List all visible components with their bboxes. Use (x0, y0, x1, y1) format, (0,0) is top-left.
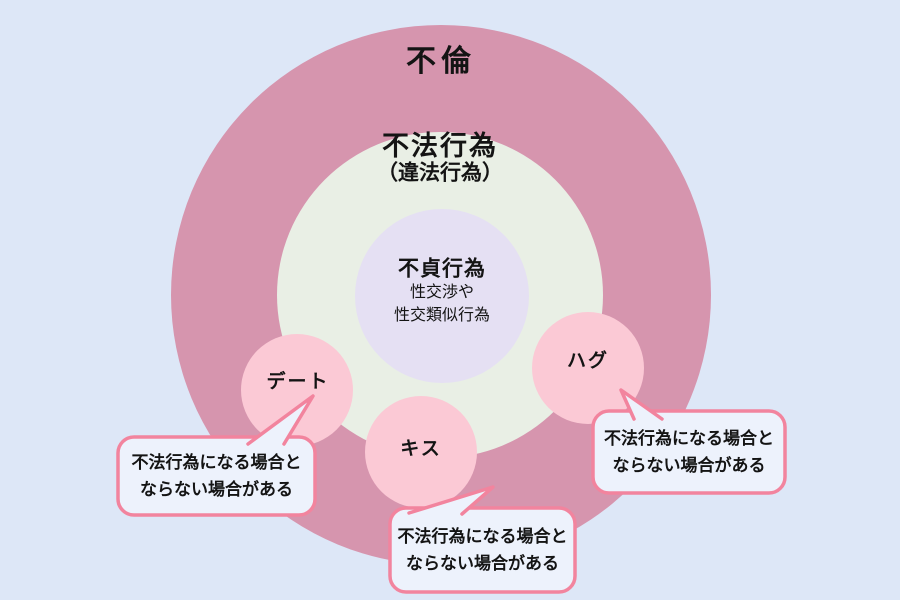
callout-bubble-kiss (388, 506, 577, 594)
satellite-label-hug: ハグ (566, 350, 610, 372)
callout-text-hug-line2: ならない場合がある (612, 456, 766, 475)
inner-circle-infidelity (355, 209, 529, 383)
callout-text-date: 不法行為になる場合と ならない場合がある (118, 437, 315, 515)
callout-tail-date (246, 394, 315, 446)
callout-bubble-hug (591, 409, 787, 495)
callout-text-date-line1: 不法行為になる場合と (131, 453, 302, 472)
callout-bubble-date (116, 435, 317, 517)
callout-text-hug-line1: 不法行為になる場合と (604, 429, 774, 448)
inner-ring-subline-1: 性交渉や (409, 284, 475, 301)
inner-ring-subline-2: 性交類似行為 (393, 307, 491, 324)
satellite-circle-hug (532, 312, 644, 424)
callout-text-kiss-line1: 不法行為になる場合と (397, 527, 568, 546)
callout-text-hug: 不法行為になる場合と ならない場合がある (593, 411, 785, 493)
callout-text-kiss: 不法行為になる場合と ならない場合がある (390, 508, 575, 592)
middle-ring-label: 不法行為 (382, 130, 498, 161)
callout-text-kiss-line2: ならない場合がある (406, 554, 559, 573)
satellite-circle-date (241, 334, 353, 446)
callout-tail-hug (619, 388, 664, 421)
satellite-label-kiss: キス (400, 438, 442, 460)
middle-ring-sublabel: （違法行為） (377, 161, 503, 185)
callout-tail-kiss (407, 485, 495, 516)
outer-ring-label: 不倫 (406, 45, 476, 78)
satellite-label-date: デート (266, 371, 330, 393)
callout-text-date-line2: ならない場合がある (140, 480, 293, 499)
satellite-circle-kiss (365, 396, 477, 508)
inner-ring-label: 不貞行為 (398, 257, 486, 281)
